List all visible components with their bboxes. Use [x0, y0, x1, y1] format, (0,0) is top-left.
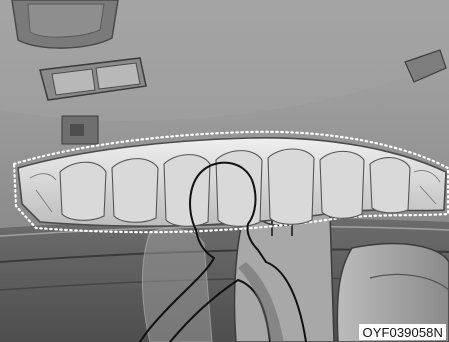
figure-code: OYF039058N [359, 324, 447, 340]
